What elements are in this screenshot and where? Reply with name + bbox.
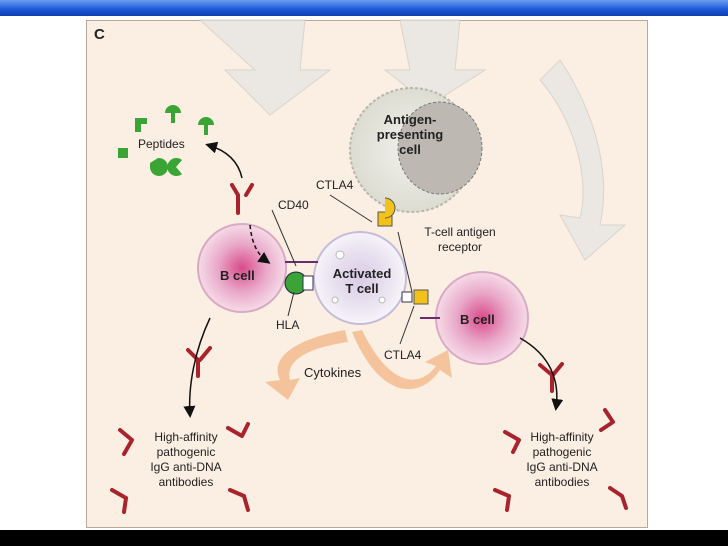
cytokines-label: Cytokines (304, 365, 362, 380)
apc-label: Antigen- presenting cell (376, 112, 444, 157)
activated-t-cell-label: Activated T cell (332, 266, 392, 296)
cd40-label: CD40 (278, 198, 309, 212)
ctla4-bottom-label: CTLA4 (384, 348, 422, 362)
activated-t-cell (313, 231, 407, 325)
b-cell-right-label: B cell (460, 312, 495, 327)
b-cell-left (197, 223, 287, 313)
peptides-label: Peptides (138, 137, 185, 151)
hla-label: HLA (276, 318, 300, 332)
green-hla-receptor (284, 271, 314, 295)
flow-arrows (183, 141, 564, 418)
antibodies-right-label: High-affinity pathogenic IgG anti-DNA an… (526, 430, 598, 489)
antigen-presenting-cell (349, 87, 483, 213)
yellow-receptor-right (401, 289, 429, 305)
top-window-bar (0, 0, 728, 16)
label-pointer-lines (271, 194, 415, 345)
yellow-receptor-top (377, 197, 396, 227)
ctla4-top-label: CTLA4 (316, 178, 354, 192)
bottom-window-bar (0, 530, 728, 546)
cytokine-arrows (265, 330, 452, 400)
tcr-label: T-cell antigen receptor (424, 225, 496, 254)
antibodies-left-label: High-affinity pathogenic IgG anti-DNA an… (150, 430, 222, 489)
peptide-shapes (118, 105, 214, 176)
background-arrows (198, 19, 627, 261)
b-cell-left-label: B cell (220, 268, 255, 283)
panel-letter: C (94, 26, 105, 43)
cd40-link (285, 261, 440, 319)
